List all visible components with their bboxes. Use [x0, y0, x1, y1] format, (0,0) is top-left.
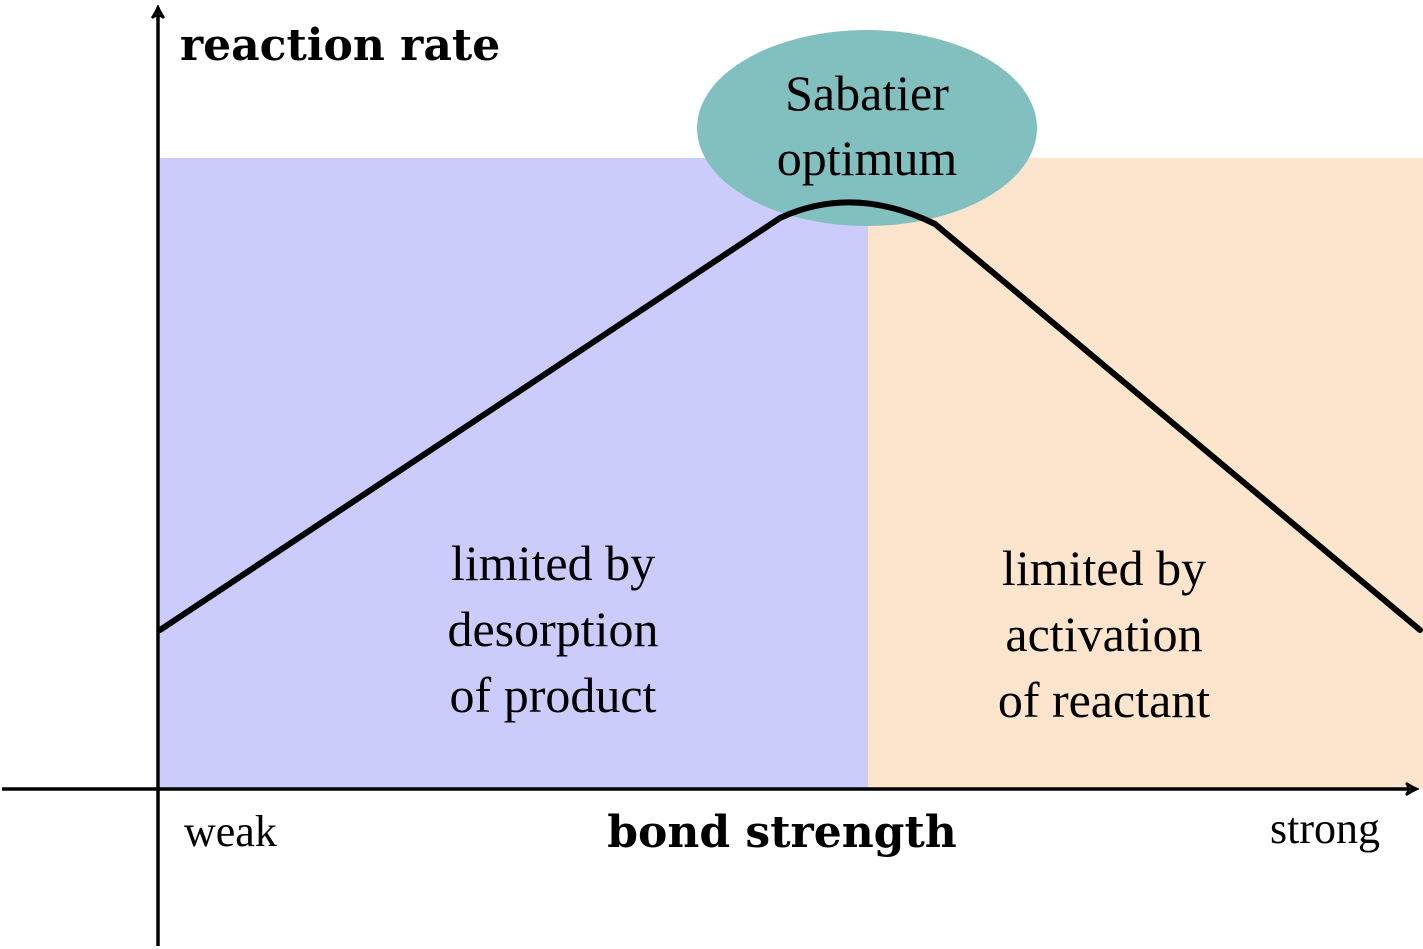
left-region-line-3: of product: [450, 667, 657, 723]
left-region-line-1: limited by: [451, 535, 655, 591]
peak-label-line-2: optimum: [777, 130, 958, 186]
sabatier-optimum-ellipse: [697, 30, 1037, 226]
x-axis-label: bond strength: [607, 807, 957, 858]
region-desorption-limited: [160, 158, 868, 789]
right-region-line-3: of reactant: [998, 672, 1210, 728]
y-axis-label: reaction rate: [180, 20, 500, 71]
right-region-line-2: activation: [1005, 606, 1202, 662]
peak-label-line-1: Sabatier: [785, 65, 949, 121]
volcano-curve: [157, 199, 1423, 633]
x-axis-weak-label: weak: [184, 807, 277, 856]
right-region-line-1: limited by: [1002, 540, 1206, 596]
x-axis-strong-label: strong: [1270, 804, 1380, 853]
region-activation-limited: [868, 158, 1423, 789]
left-region-line-2: desorption: [447, 601, 658, 657]
